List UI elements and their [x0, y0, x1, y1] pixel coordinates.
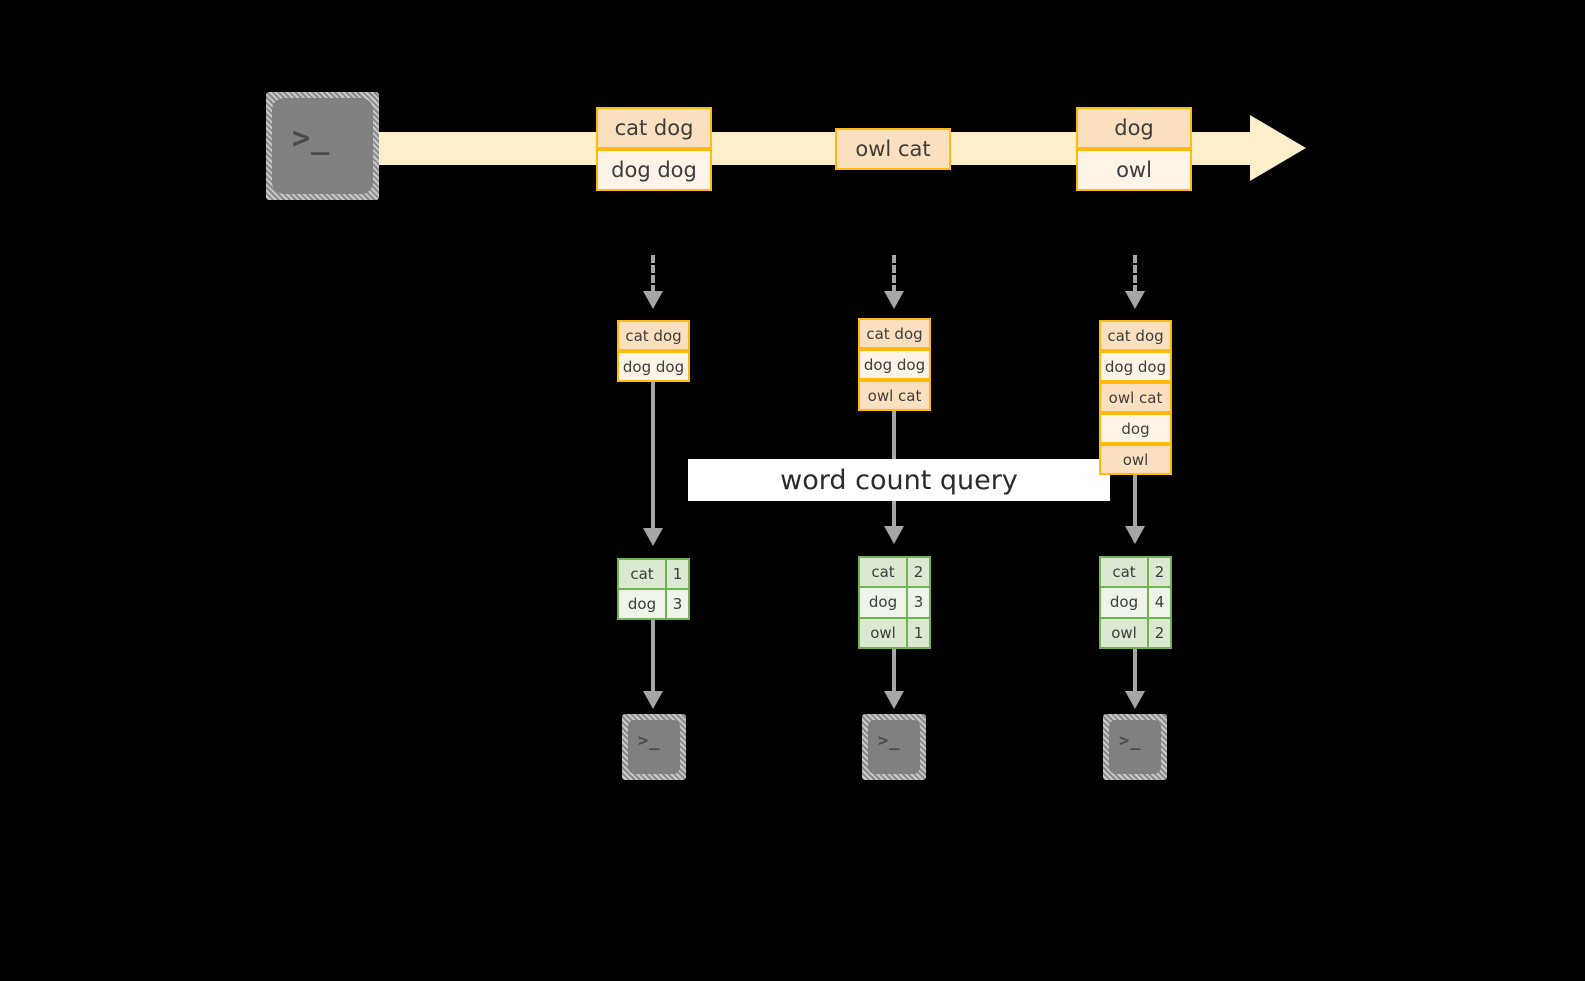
result-word: owl: [860, 618, 908, 647]
stream-group-3: dog owl: [1076, 107, 1192, 191]
result-word: cat: [619, 560, 667, 588]
result-word: cat: [860, 558, 908, 587]
result-table-3: cat 2 dog 4 owl 2: [1099, 556, 1172, 649]
stream-event[interactable]: owl cat: [835, 128, 951, 170]
snapshot-input-line[interactable]: owl cat: [858, 380, 931, 411]
result-word: dog: [860, 588, 908, 617]
result-count: 2: [1149, 618, 1170, 647]
snapshot-input-line[interactable]: dog dog: [617, 351, 690, 382]
result-count: 2: [908, 558, 929, 587]
snapshot-input-line[interactable]: dog: [1099, 413, 1172, 444]
result-count: 3: [908, 588, 929, 617]
table-row[interactable]: cat 2: [860, 558, 929, 589]
result-word: owl: [1101, 618, 1149, 647]
sink-console-1[interactable]: >_: [622, 714, 686, 780]
stream-event[interactable]: cat dog: [596, 107, 712, 149]
result-table-1: cat 1 dog 3: [617, 558, 690, 620]
table-row[interactable]: owl 2: [1101, 618, 1170, 647]
stream-event[interactable]: dog dog: [596, 149, 712, 191]
sink-connector-arrowhead-2: [884, 691, 904, 709]
result-count: 4: [1149, 588, 1170, 617]
result-count: 2: [1149, 558, 1170, 587]
table-row[interactable]: cat 1: [619, 560, 688, 590]
sink-connector-3: [1133, 649, 1137, 692]
result-count: 1: [908, 618, 929, 647]
snapshot-input-line[interactable]: owl cat: [1099, 382, 1172, 413]
snapshot-input-line[interactable]: cat dog: [1099, 320, 1172, 351]
snapshot-input-line[interactable]: dog dog: [1099, 351, 1172, 382]
stream-tap-dashed-1: [651, 255, 655, 293]
snapshot-input-1: cat dog dog dog: [617, 320, 690, 382]
console-prompt-icon: >_: [878, 731, 901, 751]
stream-event[interactable]: dog: [1076, 107, 1192, 149]
snapshot-input-line[interactable]: owl: [1099, 444, 1172, 475]
table-row[interactable]: dog 4: [1101, 588, 1170, 619]
result-word: dog: [619, 590, 667, 618]
stream-tap-arrowhead-2: [884, 291, 904, 309]
snapshot-input-line[interactable]: cat dog: [617, 320, 690, 351]
result-word: dog: [1101, 588, 1149, 617]
console-prompt-icon: >_: [292, 121, 331, 156]
snapshot-input-2: cat dog dog dog owl cat: [858, 318, 931, 411]
table-row[interactable]: cat 2: [1101, 558, 1170, 589]
snapshot-input-3: cat dog dog dog owl cat dog owl: [1099, 320, 1172, 475]
sink-console-3[interactable]: >_: [1103, 714, 1167, 780]
result-count: 1: [667, 560, 688, 588]
snapshot-input-line[interactable]: cat dog: [858, 318, 931, 349]
sink-connector-1: [651, 620, 655, 692]
sink-console-2[interactable]: >_: [862, 714, 926, 780]
console-screen: >_: [628, 720, 680, 774]
stream-arrowhead: [1250, 115, 1306, 181]
console-prompt-icon: >_: [1119, 731, 1142, 751]
source-console[interactable]: >_: [266, 92, 379, 200]
console-prompt-icon: >_: [638, 731, 661, 751]
result-count: 3: [667, 590, 688, 618]
console-screen: >_: [1109, 720, 1161, 774]
table-row[interactable]: owl 1: [860, 618, 929, 647]
sink-connector-arrowhead-1: [643, 691, 663, 709]
table-row[interactable]: dog 3: [860, 588, 929, 619]
stream-tap-arrowhead-1: [643, 291, 663, 309]
result-table-2: cat 2 dog 3 owl 1: [858, 556, 931, 649]
stream-tap-dashed-2: [892, 255, 896, 293]
query-connector-arrowhead-2: [884, 526, 904, 544]
snapshot-input-line[interactable]: dog dog: [858, 349, 931, 380]
query-connector-1: [651, 382, 655, 529]
stream-tap-dashed-3: [1133, 255, 1137, 293]
query-connector-arrowhead-3: [1125, 526, 1145, 544]
stream-event[interactable]: owl: [1076, 149, 1192, 191]
query-connector-arrowhead-1: [643, 528, 663, 546]
stream-tap-arrowhead-3: [1125, 291, 1145, 309]
query-connector-3: [1133, 475, 1137, 527]
sink-connector-arrowhead-3: [1125, 691, 1145, 709]
table-row[interactable]: dog 3: [619, 590, 688, 618]
sink-connector-2: [892, 649, 896, 692]
result-word: cat: [1101, 558, 1149, 587]
query-label: word count query: [688, 459, 1110, 501]
console-screen: >_: [868, 720, 920, 774]
stream-group-2: owl cat: [835, 128, 951, 170]
console-screen: >_: [272, 98, 373, 194]
stream-group-1: cat dog dog dog: [596, 107, 712, 191]
